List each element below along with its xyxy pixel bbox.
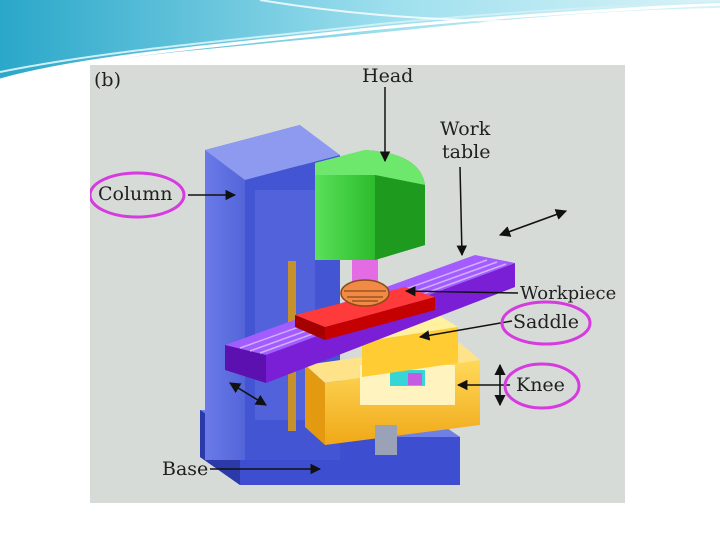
workpiece-shape: [295, 287, 435, 340]
label-column: Column: [98, 183, 173, 205]
knee-highlight-ring: [503, 362, 581, 410]
head-shape: [315, 150, 425, 260]
label-base: Base: [162, 458, 209, 480]
label-saddle: Saddle: [513, 311, 579, 333]
label-work-table-line1: Work: [440, 118, 491, 140]
column-highlight-ring: [90, 171, 186, 219]
label-head: Head: [362, 65, 414, 87]
saddle-highlight-ring: [500, 300, 592, 346]
milling-machine-figure: (b) Head Work table Column Workpiece Sad…: [90, 65, 625, 503]
decorative-wave-banner: [0, 0, 720, 82]
label-knee: Knee: [516, 374, 565, 396]
panel-tag: (b): [94, 69, 121, 91]
cutter-shape: [340, 279, 390, 307]
label-work-table-line2: table: [442, 141, 491, 163]
label-workpiece: Workpiece: [520, 283, 617, 304]
